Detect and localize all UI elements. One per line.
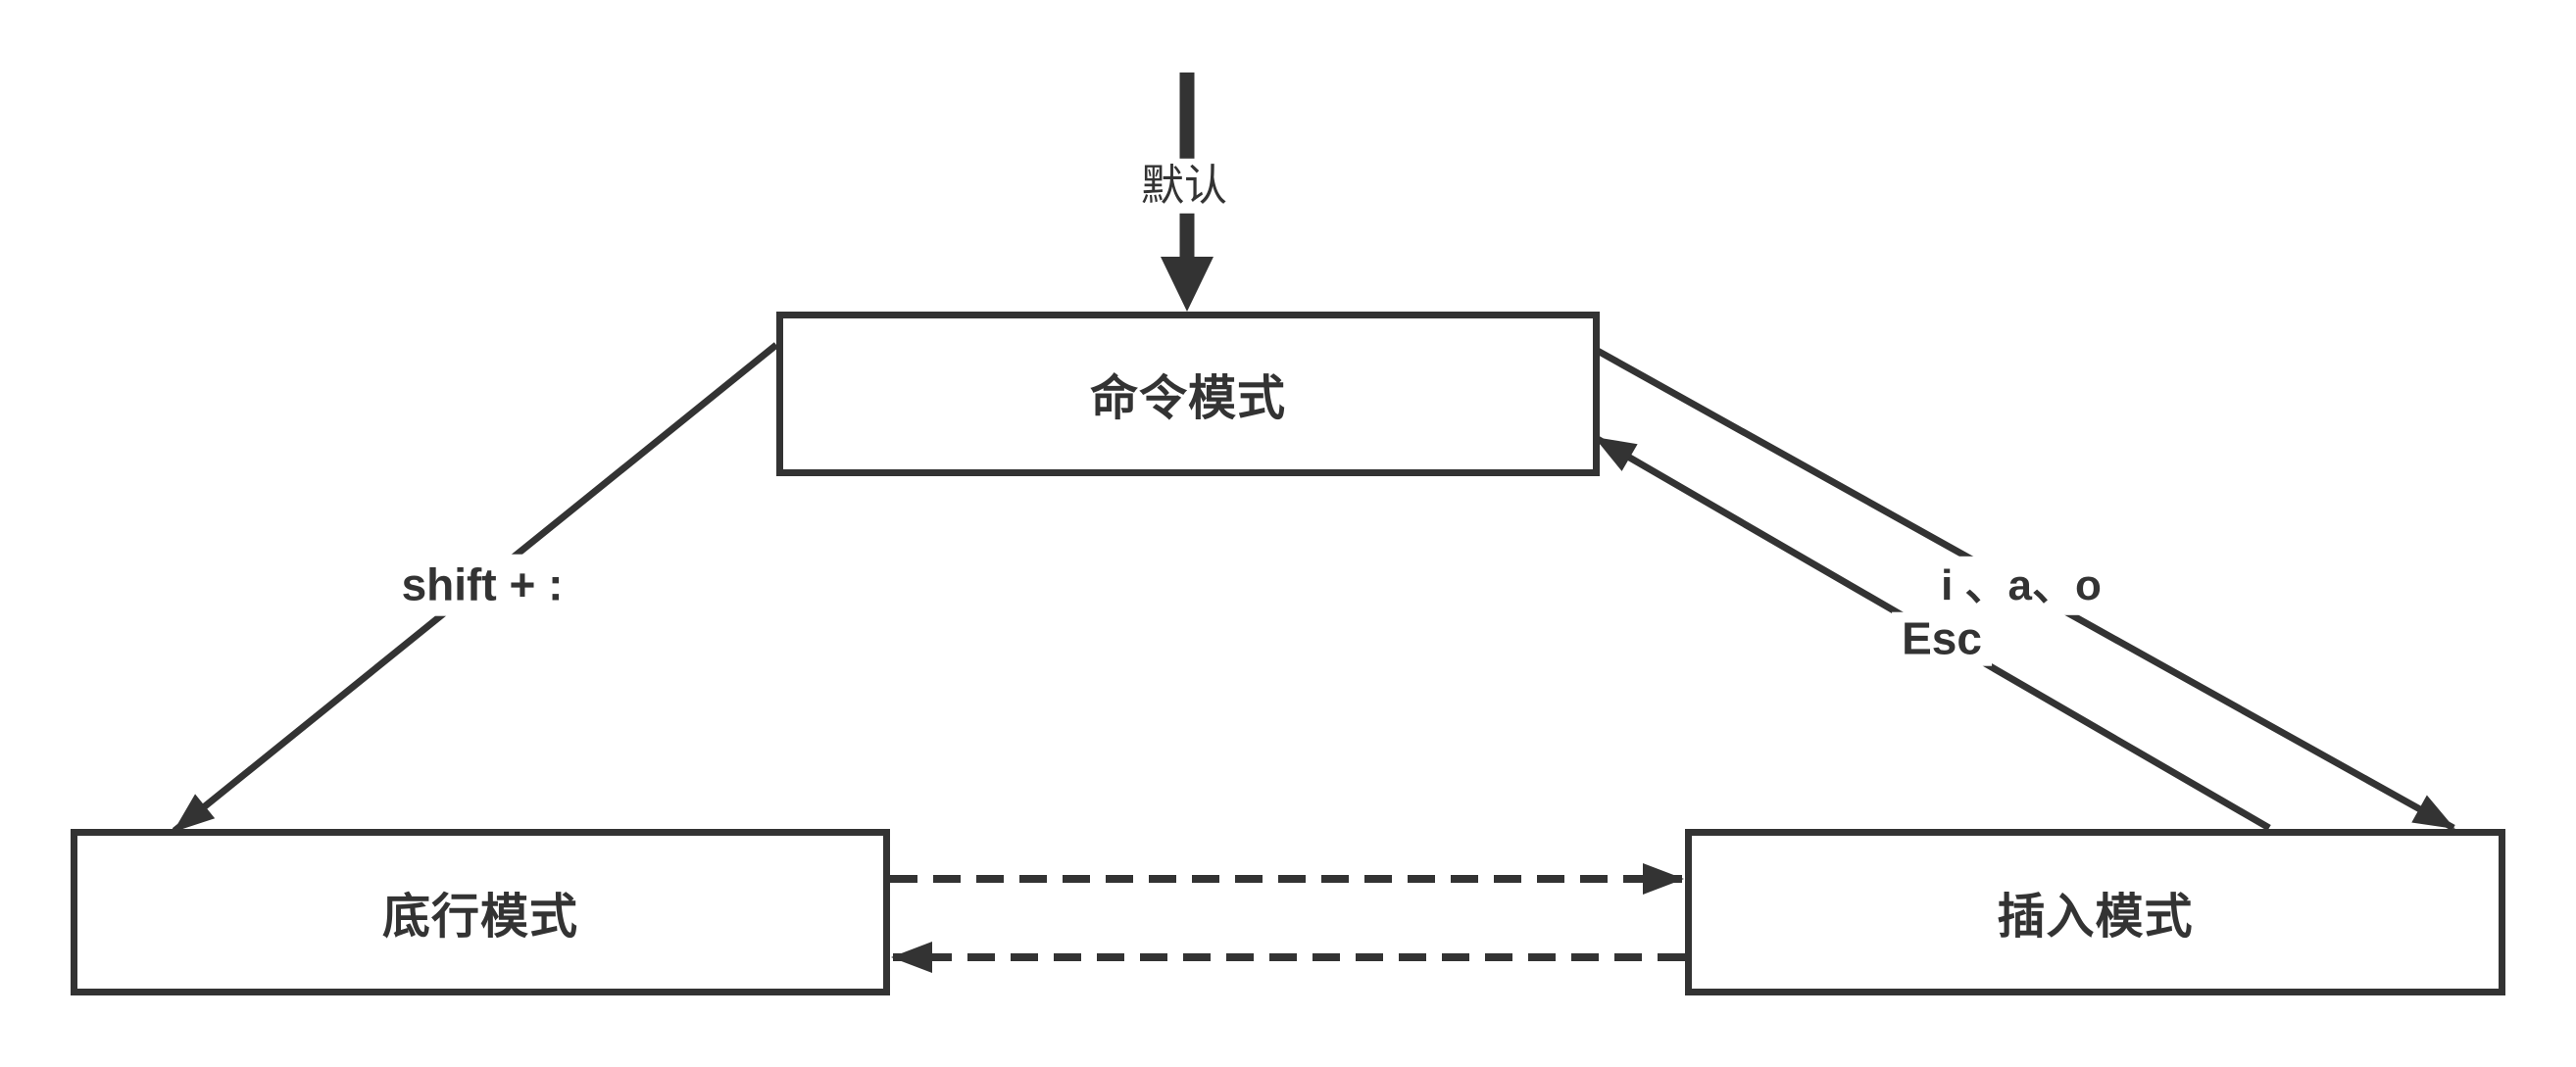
- node-command-mode-label: 命令模式: [1089, 371, 1286, 425]
- node-command-mode: 命令模式: [776, 312, 1600, 476]
- edge-label-default: 默认: [1133, 158, 1235, 215]
- node-insert-mode: 插入模式: [1685, 829, 2505, 995]
- node-insert-mode-label: 插入模式: [1997, 890, 2194, 944]
- node-lastline-mode-label: 底行模式: [381, 890, 578, 944]
- default-entry-arrowhead: [1161, 257, 1214, 312]
- edge-label-esc: Esc: [1892, 611, 1992, 666]
- edge-label-insert-keys: i 、a、o: [1927, 556, 2115, 616]
- node-lastline-mode: 底行模式: [71, 829, 890, 995]
- edge-label-shift-colon: shift + :: [383, 554, 581, 616]
